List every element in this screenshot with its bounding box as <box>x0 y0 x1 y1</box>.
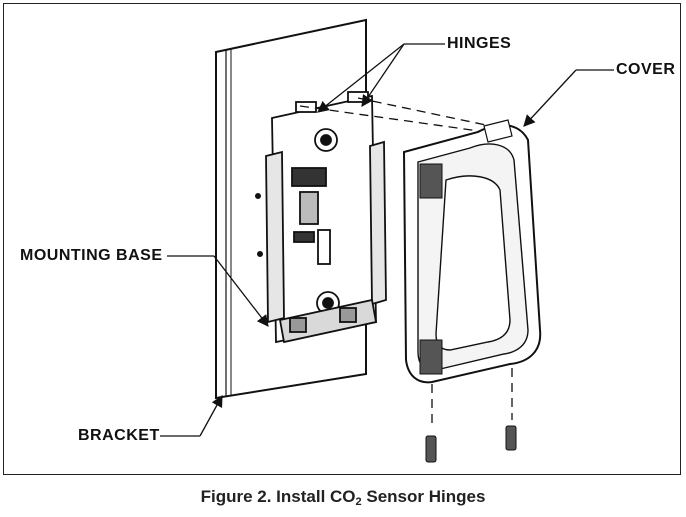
label-hinges: HINGES <box>447 35 512 52</box>
label-cover: COVER <box>616 61 676 78</box>
caption-subscript: 2 <box>355 496 362 508</box>
caption-suffix: Sensor Hinges <box>361 487 486 506</box>
label-mounting-base: MOUNTING BASE <box>20 247 163 264</box>
sensor-cover <box>402 119 542 384</box>
leader-lines <box>160 43 614 437</box>
installation-diagram <box>160 18 614 463</box>
alignment-lines <box>299 97 513 428</box>
label-bracket: BRACKET <box>78 427 160 444</box>
screws <box>425 425 517 463</box>
caption-prefix: Figure 2. Install CO <box>200 487 356 506</box>
figure-caption: Figure 2. Install CO2 Sensor Hinges <box>0 487 686 508</box>
mounting-base <box>265 91 387 344</box>
